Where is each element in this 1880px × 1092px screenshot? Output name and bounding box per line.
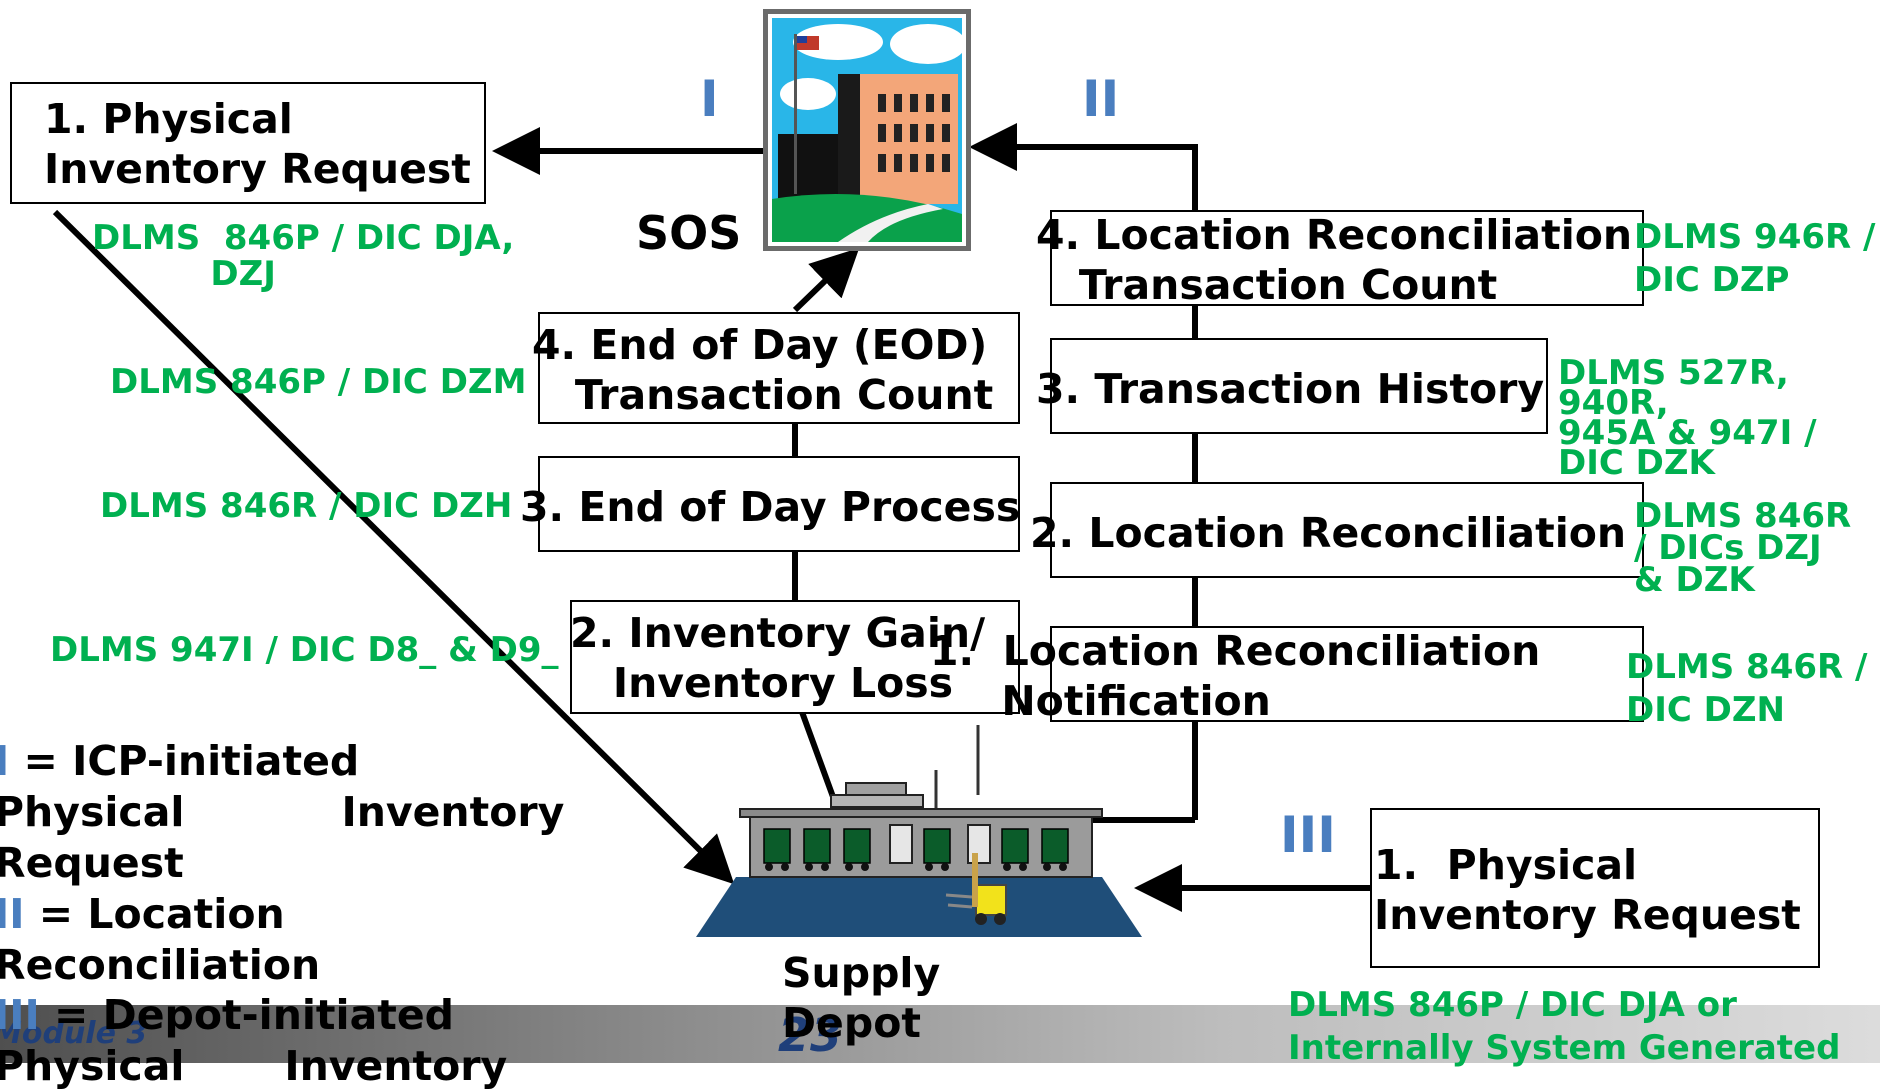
eod-process-box	[538, 456, 1020, 552]
roman-numeral-two: II	[1082, 70, 1120, 128]
legend-location-reconciliation: II = Location Reconciliation	[0, 889, 320, 991]
arrow-eod-count-to-sos	[792, 247, 860, 313]
footer-page-number: 23	[778, 1008, 843, 1062]
footer-bar	[0, 1005, 1880, 1063]
eod-process-label: 3. End of Day Process	[520, 483, 1021, 531]
location-reconciliation-notification-box	[1050, 626, 1644, 722]
warehouse-with-trucks-icon	[696, 725, 1142, 937]
legend-location-reconciliation-text: = Location Reconciliation	[0, 890, 321, 989]
roman-numeral-one: I	[700, 70, 719, 128]
location-reconciliation-count-box	[1050, 210, 1644, 306]
location-reconciliation-notification-label: 1. Location Reconciliation Notification	[930, 627, 1541, 725]
legend-icp-initiated-text: = ICP-initiated Physical Inventory Reque…	[0, 737, 565, 887]
transaction-history-box	[1050, 338, 1548, 434]
transaction-history-label: 3. Transaction History	[1036, 365, 1545, 413]
dlms-527r-dzk-label: DLMS 527R, 940R, 945A & 947I / DIC DZK	[1558, 353, 1817, 483]
icp-physical-inventory-request-label: 1. Physical Inventory Request	[44, 95, 471, 193]
legend-numeral-two: II	[0, 890, 25, 938]
dlms-947i-d8-d9-label: DLMS 947I / DIC D8_ & D9_	[50, 630, 559, 670]
eod-transaction-count-box	[538, 312, 1020, 424]
dlms-846p-dja-internal-label: DLMS 846P / DIC DJA or Internally System…	[1288, 985, 1841, 1068]
eod-transaction-count-label: 4. End of Day (EOD) Transaction Count	[532, 321, 994, 419]
legend-numeral-three: III	[0, 991, 40, 1039]
footer-module: Module 3	[0, 1016, 148, 1051]
dlms-846p-dja-dzj-label: DLMS 846P / DIC DJA, DZJ	[92, 218, 515, 294]
location-reconciliation-label: 2. Location Reconciliation	[1030, 509, 1627, 557]
dlms-846p-dzm-label: DLMS 846P / DIC DZM	[110, 362, 527, 402]
arrow-location-chain-to-sos	[969, 123, 1198, 820]
legend-numeral-one: I	[0, 737, 10, 785]
government-building-icon	[763, 9, 971, 251]
icp-physical-inventory-request-box	[10, 82, 486, 204]
dlms-946r-dzp-label: DLMS 946R / DIC DZP	[1634, 217, 1876, 300]
inventory-gain-loss-label: 2. Inventory Gain/ Inventory Loss	[570, 609, 986, 707]
legend-depot-initiated: III = Depot-initiated Physical Inventory	[0, 990, 507, 1092]
legend-icp-initiated: I = ICP-initiated Physical Inventory Req…	[0, 736, 564, 889]
location-reconciliation-box	[1050, 482, 1644, 578]
roman-numeral-three: III	[1280, 806, 1336, 864]
inventory-gain-loss-box	[570, 600, 1020, 714]
dlms-846r-dzj-dzk-label: DLMS 846R / DICs DZJ & DZK	[1634, 496, 1852, 600]
sos-label: SOS	[636, 206, 742, 260]
dlms-846r-dzn-label: DLMS 846R / DIC DZN	[1626, 647, 1868, 730]
supply-depot-label: Supply Depot	[782, 949, 941, 1047]
depot-physical-inventory-request-box	[1370, 808, 1820, 968]
dlms-846r-dzh-label: DLMS 846R / DIC DZH	[100, 486, 513, 526]
depot-physical-inventory-request-label: 1. Physical Inventory Request	[1374, 841, 1801, 939]
arrow-icp-request-to-depot	[52, 209, 735, 885]
location-reconciliation-count-label: 4. Location Reconciliation Transaction C…	[1036, 211, 1633, 309]
legend-depot-initiated-text: = Depot-initiated Physical Inventory	[0, 991, 508, 1090]
